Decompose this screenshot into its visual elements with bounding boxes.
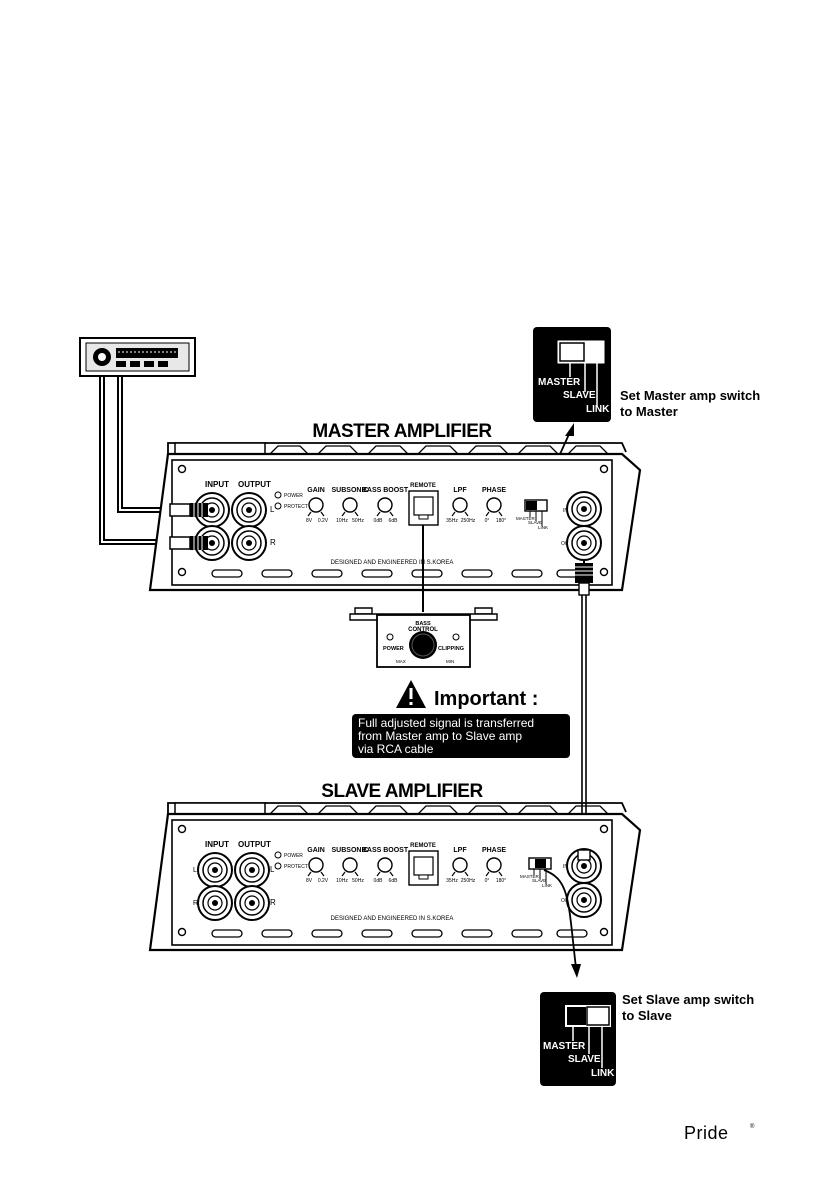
slave-power-label: POWER [284, 853, 303, 859]
slave-input-label: INPUT [205, 840, 229, 849]
master-phase-label: PHASE [482, 487, 506, 494]
slave-gain-max: 0.2V [318, 878, 329, 884]
slave-switch-link-small: LINK [542, 883, 552, 888]
rca-cables-head-unit [99, 376, 170, 545]
slave-gain-min: 8V [306, 878, 313, 884]
bass-control-remote: BASS CONTROL POWER CLIPPING MAX MIN [349, 607, 498, 668]
slave-subsonic-min: 10Hz [336, 878, 348, 884]
slave-subsonic-label: SUBSONIC [332, 847, 369, 854]
slave-in-label: IN [563, 864, 568, 870]
master-lpf-max: 250Hz [461, 518, 476, 524]
slave-bass-boost-label: BASS BOOST [362, 847, 409, 854]
master-gain-label: GAIN [307, 487, 325, 494]
master-switch-link-small: LINK [538, 525, 548, 530]
slave-designed-label: DESIGNED AND ENGINEERED IN S.KOREA [331, 916, 454, 922]
bass-control-min: MIN [446, 659, 454, 664]
slave-switch-note-line1: Set Slave amp switch [622, 992, 754, 1007]
master-switch-note-line1: Set Master amp switch [620, 388, 760, 403]
slave-switch-master-small: MASTER [520, 874, 540, 879]
master-protect-label: PROTECT [284, 504, 308, 510]
master-output-label: OUTPUT [238, 480, 271, 489]
slave-output-label: OUTPUT [238, 840, 271, 849]
master-subsonic-max: 50Hz [352, 518, 364, 524]
master-power-label: POWER [284, 493, 303, 499]
brand-logo: Pride [684, 1123, 729, 1143]
bass-control-clipping: CLIPPING [438, 646, 464, 652]
slave-amp-title: SLAVE AMPLIFIER [321, 781, 483, 802]
slave-remote-label: REMOTE [410, 843, 436, 849]
master-in-label: IN [563, 508, 568, 514]
slave-switch-link-label: LINK [591, 1068, 615, 1079]
master-gain-min: 8V [306, 518, 313, 524]
slave-phase-label: PHASE [482, 847, 506, 854]
slave-amplifier: INPUT OUTPUT L R L R POWER PROTECT GAIN … [148, 802, 642, 952]
master-subsonic-label: SUBSONIC [332, 487, 369, 494]
slave-switch-note-line2: to Slave [622, 1008, 672, 1023]
master-switch-slave-small: SLAVE [528, 520, 542, 525]
switch-slave-label: SLAVE [563, 390, 596, 401]
master-right-label: R [270, 538, 276, 547]
master-switch-callout: MASTER SLAVE LINK [533, 327, 611, 422]
slave-switch-callout: MASTER SLAVE LINK [540, 992, 616, 1086]
slave-protect-label: PROTECT [284, 864, 308, 870]
important-line3: via RCA cable [358, 742, 434, 756]
slave-phase-max: 180° [496, 878, 506, 884]
brand-registered-icon: ® [750, 1123, 755, 1130]
slave-switch-slave-label: SLAVE [568, 1054, 601, 1065]
slave-phase-min: 0° [485, 878, 490, 884]
master-bass-boost-label: BASS BOOST [362, 487, 409, 494]
master-left-label: L [270, 505, 275, 514]
master-subsonic-min: 10Hz [336, 518, 348, 524]
slave-lpf-label: LPF [453, 847, 467, 854]
slave-lpf-max: 250Hz [461, 878, 476, 884]
switch-link-label: LINK [586, 404, 610, 415]
master-bass-max: 6dB [389, 518, 399, 524]
slave-bass-max: 6dB [389, 878, 399, 884]
bass-control-line1: BASS [415, 621, 431, 627]
master-gain-max: 0.2V [318, 518, 329, 524]
important-notice: Important : Full adjusted signal is tran… [352, 680, 570, 758]
slave-bass-min: 0dB [374, 878, 384, 884]
slave-right-label-a: R [193, 900, 198, 907]
slave-switch-slave-small: SLAVE [532, 878, 546, 883]
slave-in-plug [577, 849, 591, 861]
master-lpf-label: LPF [453, 487, 467, 494]
bass-control-power: POWER [383, 646, 404, 652]
important-title: Important : [434, 688, 538, 710]
bass-control-max: MAX [396, 659, 406, 664]
arrow-slave-switch [543, 869, 581, 978]
master-switch-note-line2: to Master [620, 404, 678, 419]
master-designed-label: DESIGNED AND ENGINEERED IN S.KOREA [331, 560, 454, 566]
important-line1: Full adjusted signal is transferred [358, 716, 534, 730]
slave-switch-master-label: MASTER [543, 1041, 586, 1052]
bass-control-line2: CONTROL [408, 627, 438, 633]
slave-lpf-min: 35Hz [446, 878, 458, 884]
master-bass-min: 0dB [374, 518, 384, 524]
head-unit [79, 337, 196, 377]
master-phase-max: 180° [496, 518, 506, 524]
master-amplifier: INPUT OUTPUT L R POWER PROTECT GAIN 8V 0… [148, 442, 642, 592]
slave-left-label-a: L [193, 867, 197, 874]
important-line2: from Master amp to Slave amp [358, 729, 522, 743]
master-switch-master-small: MASTER [516, 516, 536, 521]
master-lpf-min: 35Hz [446, 518, 458, 524]
slave-subsonic-max: 50Hz [352, 878, 364, 884]
switch-master-label: MASTER [538, 377, 581, 388]
master-amp-title: MASTER AMPLIFIER [312, 421, 492, 442]
slave-gain-label: GAIN [307, 847, 325, 854]
master-input-label: INPUT [205, 480, 229, 489]
slave-left-label: L [270, 865, 275, 874]
master-remote-label: REMOTE [410, 483, 436, 489]
slave-right-label: R [270, 898, 276, 907]
master-phase-min: 0° [485, 518, 490, 524]
